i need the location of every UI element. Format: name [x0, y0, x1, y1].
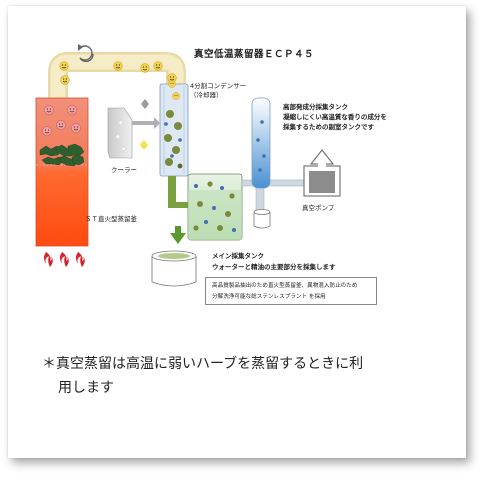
side-tank-desc-1: 凝縮しにくい高温質な香りの成分を: [283, 113, 387, 121]
vacuum-pump: [303, 149, 341, 197]
svg-text:✦: ✦: [117, 119, 125, 129]
condenser-contents: [164, 80, 183, 169]
condenser-sublabel: （冷却器）: [190, 91, 223, 99]
still-smileys: [42, 105, 81, 136]
svg-text:✦: ✦: [120, 145, 128, 155]
still-kettle: [35, 97, 89, 247]
cooler-unit: ✦ ✦ ✦: [107, 107, 160, 159]
side-collection-tank: [251, 97, 271, 189]
cooler-label: クーラー: [111, 166, 137, 174]
condenser-drain: [168, 176, 190, 208]
flame-icons: [44, 252, 85, 267]
side-tank-label: 高部発成分採集タンク: [283, 103, 348, 111]
vapor-smileys: [59, 61, 177, 85]
circulation-arrows-icon: [78, 44, 94, 63]
vacuum-pump-label: 真空ポンプ: [302, 204, 335, 212]
still-label: ＳＴ直火型蒸留釜: [85, 215, 137, 223]
main-tank-label: メイン採集タンク: [212, 252, 264, 260]
info-note-line-2: 分解洗浄可能な総ステンレスプラント を採用: [212, 294, 326, 300]
info-note-line-1: 高品質製品抽出のため直火型蒸留釜、異物混入防止のため: [212, 283, 358, 289]
condenser-label: 4分割コンデンサー: [190, 82, 247, 90]
footnote-line-1: ＊真空蒸留は高温に弱いハーブを蒸留するときに利: [42, 356, 364, 372]
main-collection-tank: [187, 173, 243, 241]
main-tank-desc: ウォーターと精油の主要部分を採集します: [212, 263, 336, 271]
side-tank-desc-2: 採集するための副室タンクです: [283, 123, 374, 131]
info-note-box: [205, 277, 377, 305]
footnote-line-2: 用します: [58, 380, 114, 396]
side-tank-beaker: [253, 209, 271, 229]
drain-arrow-icon: [170, 226, 186, 244]
svg-text:✦: ✦: [114, 133, 122, 143]
sparkle-icons: [140, 99, 149, 150]
herb-leaves: [39, 143, 85, 167]
diagram-title: 真空低温蒸留器ＥＣＰ４５: [194, 49, 315, 60]
collection-beaker: [151, 250, 197, 287]
vacuum-line: [241, 179, 305, 211]
